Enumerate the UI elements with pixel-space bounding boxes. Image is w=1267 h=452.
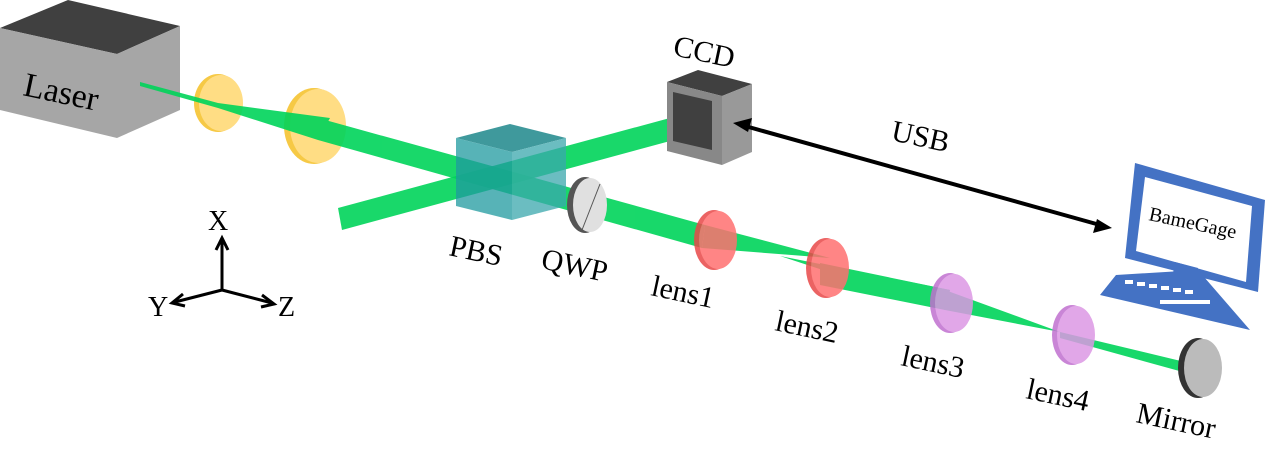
- qwp-plate: [567, 177, 607, 233]
- lens-2: [806, 238, 849, 298]
- axis-y-label: Y: [148, 292, 168, 323]
- lens1-label: lens1: [649, 270, 718, 315]
- mirror: [1178, 338, 1222, 398]
- qwp-label: QWP: [539, 243, 611, 289]
- lens-4: [1052, 305, 1095, 365]
- usb-label: USB: [889, 115, 953, 159]
- pbs-label: PBS: [447, 230, 506, 273]
- computer-icon: [1100, 163, 1265, 330]
- ccd-camera: [667, 70, 752, 165]
- pbs-cube: [456, 124, 566, 220]
- axis-x-label: X: [208, 206, 228, 237]
- lens4-label: lens4: [1024, 373, 1093, 418]
- lens-1: [694, 210, 737, 270]
- collimator-lens-1: [194, 74, 243, 132]
- ccd-label: CCD: [671, 30, 738, 75]
- lens-3: [930, 273, 973, 333]
- axis-z-label: Z: [278, 292, 295, 323]
- lens3-label: lens3: [899, 340, 968, 385]
- lens2-label: lens2: [773, 305, 842, 350]
- usb-connection-arrow: [733, 118, 1112, 233]
- laser-box: [0, 0, 180, 138]
- mirror-label: Mirror: [1134, 397, 1219, 446]
- coordinate-axes: [168, 234, 278, 309]
